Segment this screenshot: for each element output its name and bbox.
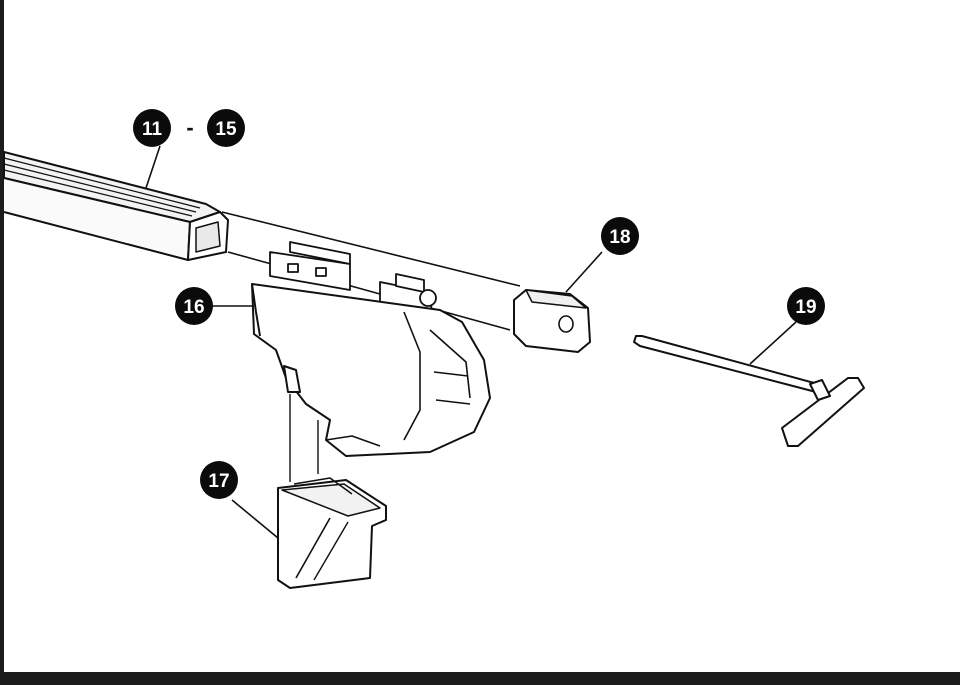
svg-text:16: 16	[183, 297, 204, 318]
callout-t-key: 19	[787, 287, 825, 325]
diagram-canvas	[4, 0, 960, 672]
alignment-lines	[289, 394, 319, 482]
end-cap	[513, 289, 591, 353]
svg-text:19: 19	[795, 297, 816, 318]
callout-foot-pad: 17	[200, 461, 238, 499]
callout-end-cap: 18	[601, 217, 639, 255]
svg-text:11: 11	[142, 119, 163, 140]
callout-range-end: 15	[207, 109, 245, 147]
callout-range-separator: -	[186, 115, 193, 140]
foot-pad	[277, 477, 387, 589]
callout-range-start: 11	[133, 109, 171, 147]
svg-text:17: 17	[208, 471, 229, 492]
svg-text:18: 18	[609, 227, 630, 248]
frame-left-border	[0, 0, 4, 672]
leader-lines	[145, 145, 797, 539]
callout-clamp-foot: 16	[175, 287, 213, 325]
roof-bar	[3, 151, 521, 331]
frame-bottom-border	[0, 672, 960, 685]
svg-text:15: 15	[215, 119, 237, 140]
t-key	[633, 335, 865, 447]
foot	[251, 283, 491, 457]
